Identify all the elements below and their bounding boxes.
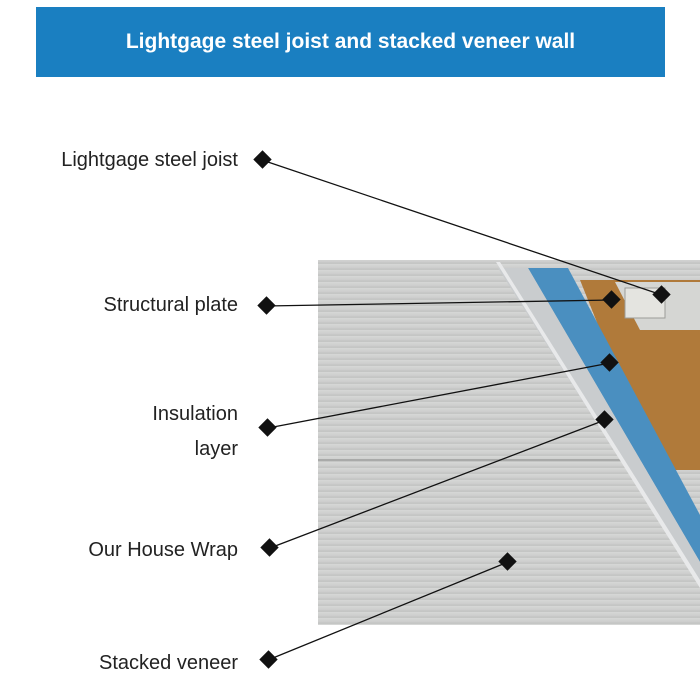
insulation-label-marker — [258, 418, 277, 437]
label-insulation-line1: Insulation — [152, 403, 238, 425]
veneer-label-marker — [259, 650, 278, 669]
label-steel-joist: Lightgage steel joist — [61, 149, 238, 171]
joist-label-marker — [253, 150, 272, 169]
joist-target-marker — [652, 285, 671, 304]
house-wrap-edge — [496, 262, 700, 588]
wrap-target-marker — [595, 410, 614, 429]
wrap-leader-line — [269, 419, 606, 549]
joist-leader-line — [261, 159, 663, 296]
label-structural-plate: Structural plate — [103, 294, 238, 316]
label-insulation-line2: layer — [194, 438, 238, 460]
title-banner: Lightgage steel joist and stacked veneer… — [36, 7, 665, 77]
veneer-target-marker — [498, 552, 517, 571]
wrap-label-marker — [260, 538, 279, 557]
plate-leader-line — [265, 299, 613, 307]
insulation-leader-line — [267, 362, 611, 429]
plate-label-marker — [257, 296, 276, 315]
page-title: Lightgage steel joist and stacked veneer… — [125, 30, 576, 53]
plate-target-marker — [602, 290, 621, 309]
label-house-wrap: Our House Wrap — [88, 539, 238, 561]
veneer-leader-line — [267, 561, 509, 661]
insulation-target-marker — [600, 353, 619, 372]
label-stacked-veneer: Stacked veneer — [99, 652, 238, 674]
